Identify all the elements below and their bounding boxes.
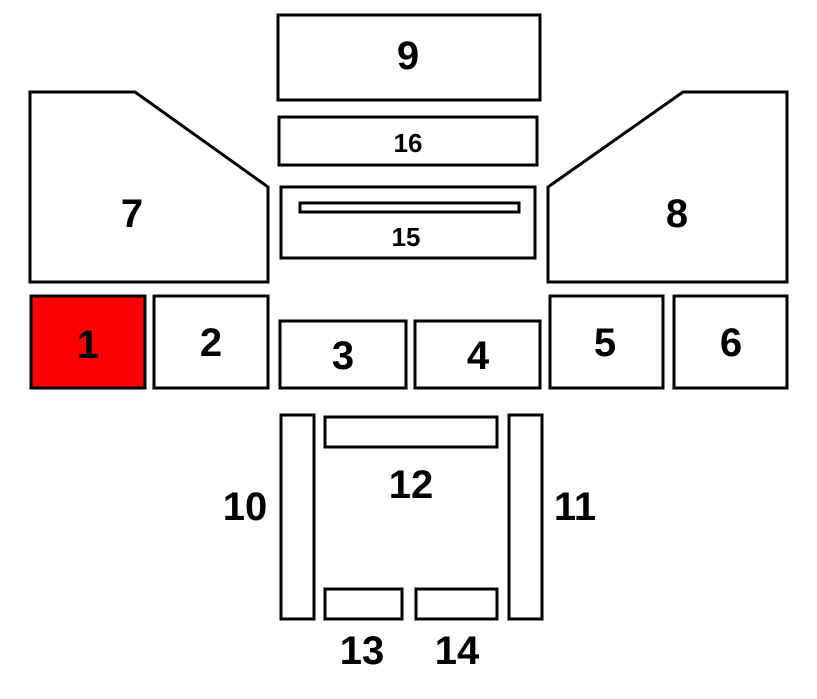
label-16: 16 bbox=[394, 128, 423, 158]
label-2: 2 bbox=[200, 321, 222, 365]
part-10[interactable] bbox=[279, 413, 316, 621]
label-9: 9 bbox=[397, 34, 419, 78]
label-15: 15 bbox=[392, 222, 421, 252]
part-6[interactable] bbox=[672, 294, 789, 390]
part-15-slot bbox=[298, 201, 521, 214]
part-2[interactable] bbox=[152, 294, 270, 390]
part-15[interactable] bbox=[279, 185, 537, 260]
label-14: 14 bbox=[435, 629, 480, 673]
label-12: 12 bbox=[389, 463, 434, 507]
label-5: 5 bbox=[594, 321, 616, 365]
label-7: 7 bbox=[121, 192, 143, 236]
part-7[interactable] bbox=[28, 90, 270, 284]
part-11[interactable] bbox=[507, 413, 544, 621]
part-1[interactable] bbox=[29, 294, 147, 390]
label-3: 3 bbox=[332, 334, 354, 378]
part-5[interactable] bbox=[548, 294, 665, 390]
part-14[interactable] bbox=[414, 587, 499, 621]
label-6: 6 bbox=[720, 321, 742, 365]
part-4[interactable] bbox=[413, 319, 542, 390]
part-16[interactable] bbox=[277, 115, 539, 167]
label-13: 13 bbox=[340, 629, 385, 673]
part-9[interactable] bbox=[276, 13, 542, 102]
label-4: 4 bbox=[467, 334, 490, 378]
part-8[interactable] bbox=[546, 90, 789, 284]
label-8: 8 bbox=[666, 192, 688, 236]
label-11: 11 bbox=[554, 485, 596, 529]
part-12[interactable] bbox=[323, 415, 499, 449]
label-1: 1 bbox=[77, 323, 99, 367]
part-3[interactable] bbox=[278, 319, 408, 390]
label-10: 10 bbox=[223, 485, 268, 529]
part-13[interactable] bbox=[323, 587, 404, 621]
